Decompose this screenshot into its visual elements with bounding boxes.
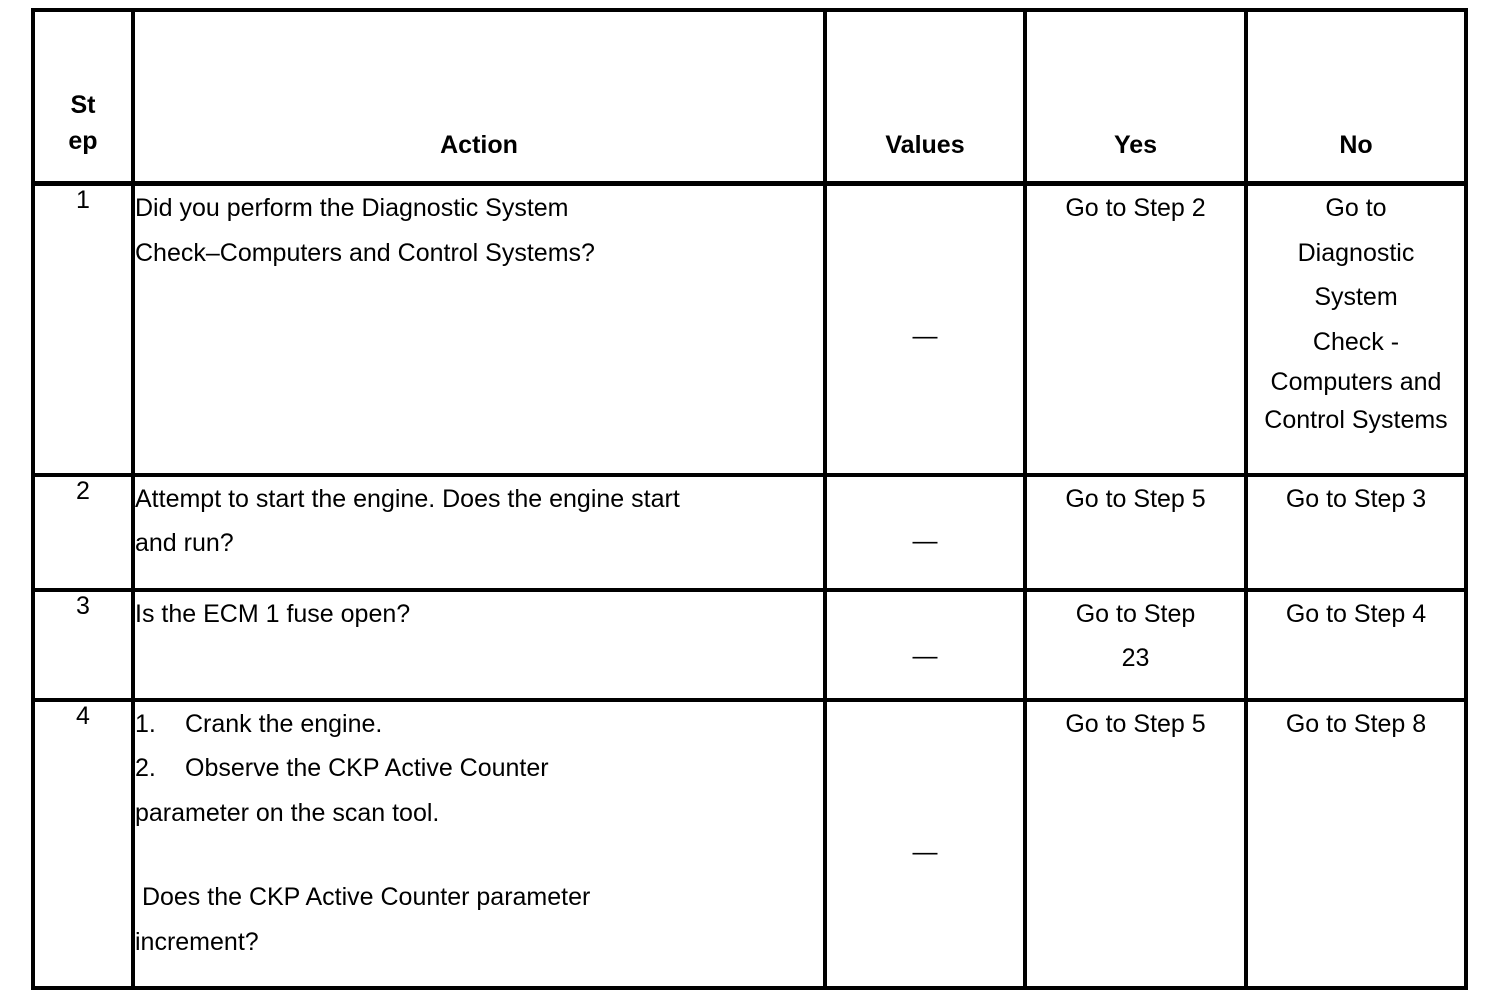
action-text: Attempt to start the engine. Does the en… xyxy=(131,472,827,592)
yes-branch-line: Go to Step 5 xyxy=(1065,484,1206,513)
table-row: 3 Is the ECM 1 fuse open? — Go to Step 2… xyxy=(31,587,1468,702)
step-number: 3 xyxy=(31,587,135,702)
values-text: — xyxy=(823,181,1027,477)
yes-branch: Go to Step 23 xyxy=(1023,587,1248,702)
action-line: Did you perform the Diagnostic System xyxy=(135,194,569,222)
action-line: and run? xyxy=(135,529,234,557)
no-branch: Go to Diagnostic System Check - Computer… xyxy=(1244,181,1468,477)
yes-branch: Go to Step 5 xyxy=(1023,697,1248,990)
action-line: Does the CKP Active Counter parameter xyxy=(135,883,591,911)
column-header-step-line2: ep xyxy=(68,126,98,155)
no-branch-line: Diagnostic xyxy=(1297,238,1415,267)
list-item-text: Observe the CKP Active Counter xyxy=(185,754,549,782)
column-header-step-line1: St xyxy=(70,90,96,119)
step-number: 1 xyxy=(31,181,135,477)
no-branch-line: Control Systems xyxy=(1264,405,1448,434)
yes-branch-line: Go to Step xyxy=(1075,599,1196,628)
yes-branch-line: Go to Step 5 xyxy=(1065,709,1206,738)
list-item: 1. Crank the engine. xyxy=(135,702,823,747)
no-branch-line: Computers and xyxy=(1270,368,1442,396)
no-branch-line: Go to Step 4 xyxy=(1285,599,1427,628)
table-header-row: St ep Action Values Yes No xyxy=(31,8,1468,186)
no-branch-line: Go to xyxy=(1325,194,1387,222)
column-header-no: No xyxy=(1244,8,1468,186)
paragraph-spacer xyxy=(135,835,823,875)
diagnostic-table: St ep Action Values Yes No 1 Did you per… xyxy=(31,8,1468,990)
action-line: parameter on the scan tool. xyxy=(135,798,440,827)
action-numbered-list: 1. Crank the engine. 2. Observe the CKP Ac… xyxy=(135,702,823,791)
list-item: 2. Observe the CKP Active Counter xyxy=(135,746,823,791)
list-item-number: 1. xyxy=(135,709,156,738)
table-row: 4 1. Crank the engine. 2. Observe the CKP … xyxy=(31,697,1468,990)
action-text: Is the ECM 1 fuse open? xyxy=(131,587,827,702)
action-line: Is the ECM 1 fuse open? xyxy=(135,599,411,628)
values-dash: — xyxy=(912,526,938,555)
list-item-text: Crank the engine. xyxy=(185,709,383,738)
values-text: — xyxy=(823,587,1027,702)
action-line: Attempt to start the engine. Does the en… xyxy=(135,484,680,513)
values-text: — xyxy=(823,472,1027,592)
table-row: 2 Attempt to start the engine. Does the … xyxy=(31,472,1468,592)
action-line: increment? xyxy=(135,927,259,956)
no-branch-line: Check - xyxy=(1312,327,1400,356)
values-text: — xyxy=(823,697,1027,990)
no-branch-line: System xyxy=(1314,283,1398,311)
yes-branch-line: 23 xyxy=(1121,644,1150,672)
yes-branch-line: Go to Step 2 xyxy=(1065,194,1206,222)
column-header-action: Action xyxy=(131,8,827,186)
column-header-step: St ep xyxy=(31,8,135,186)
column-header-yes: Yes xyxy=(1023,8,1248,186)
step-number: 2 xyxy=(31,472,135,592)
no-branch: Go to Step 8 xyxy=(1244,697,1468,990)
list-item-number: 2. xyxy=(135,754,156,782)
values-dash: — xyxy=(912,837,938,866)
action-text: Did you perform the Diagnostic System Ch… xyxy=(131,181,827,477)
yes-branch: Go to Step 5 xyxy=(1023,472,1248,592)
step-number: 4 xyxy=(31,697,135,990)
table-row: 1 Did you perform the Diagnostic System … xyxy=(31,181,1468,477)
action-text: 1. Crank the engine. 2. Observe the CKP Ac… xyxy=(131,697,827,990)
no-branch-line: Go to Step 3 xyxy=(1285,484,1427,513)
action-line: Check–Computers and Control Systems? xyxy=(135,238,595,267)
values-dash: — xyxy=(912,322,938,350)
yes-branch: Go to Step 2 xyxy=(1023,181,1248,477)
values-dash: — xyxy=(912,641,938,670)
no-branch: Go to Step 3 xyxy=(1244,472,1468,592)
no-branch: Go to Step 4 xyxy=(1244,587,1468,702)
column-header-values: Values xyxy=(823,8,1027,186)
no-branch-line: Go to Step 8 xyxy=(1285,709,1427,738)
